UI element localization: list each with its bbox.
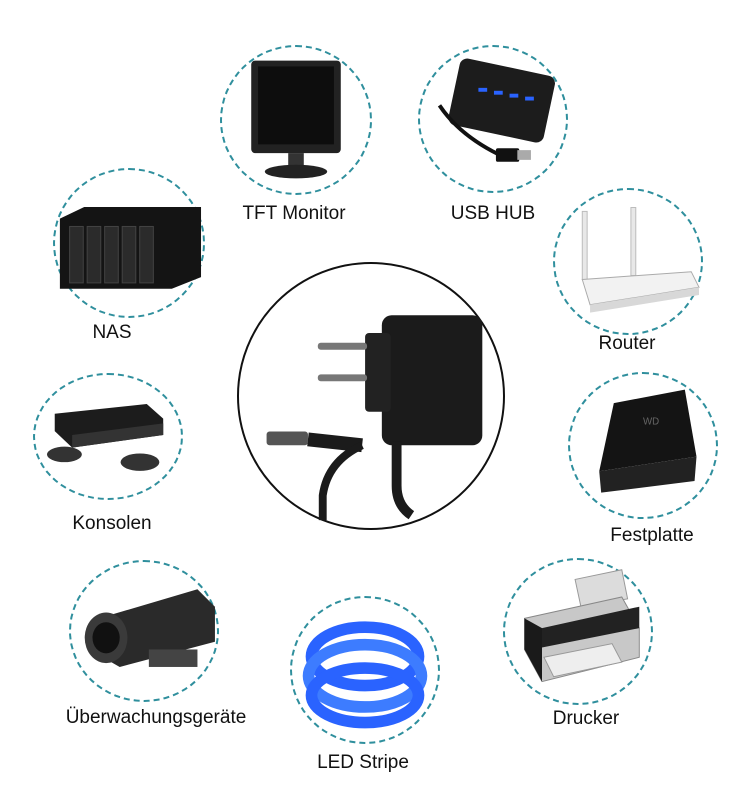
label-printer: Drucker (552, 708, 620, 729)
label-nas: NAS (92, 322, 132, 343)
nas-icon (59, 206, 202, 289)
device-led (290, 596, 440, 744)
label-camera: Überwachungsgeräte (65, 707, 247, 728)
device-monitor (220, 45, 372, 195)
label-console: Konsolen (72, 513, 152, 534)
led-strip-icon (302, 621, 428, 729)
power-adapter-icon (266, 315, 483, 521)
monitor-icon (251, 60, 341, 179)
device-printer (503, 558, 653, 705)
label-monitor: TFT Monitor (242, 203, 346, 224)
security-camera-icon (84, 589, 215, 667)
router-icon (581, 207, 700, 313)
printer-icon (524, 569, 640, 683)
power-adapter (237, 262, 505, 530)
label-led: LED Stripe (317, 752, 409, 773)
hard-drive-icon: WD (599, 389, 697, 493)
game-console-icon (46, 404, 164, 471)
device-console (33, 373, 183, 500)
device-camera (69, 560, 219, 702)
svg-text:WD: WD (643, 417, 659, 428)
label-hdd: Festplatte (610, 525, 694, 546)
device-router (553, 188, 703, 335)
device-nas (53, 168, 205, 318)
device-usbhub (418, 45, 568, 193)
label-usbhub: USB HUB (450, 203, 536, 224)
usb-hub-icon (437, 58, 555, 162)
device-hdd: WD (568, 372, 718, 519)
label-router: Router (598, 333, 656, 354)
